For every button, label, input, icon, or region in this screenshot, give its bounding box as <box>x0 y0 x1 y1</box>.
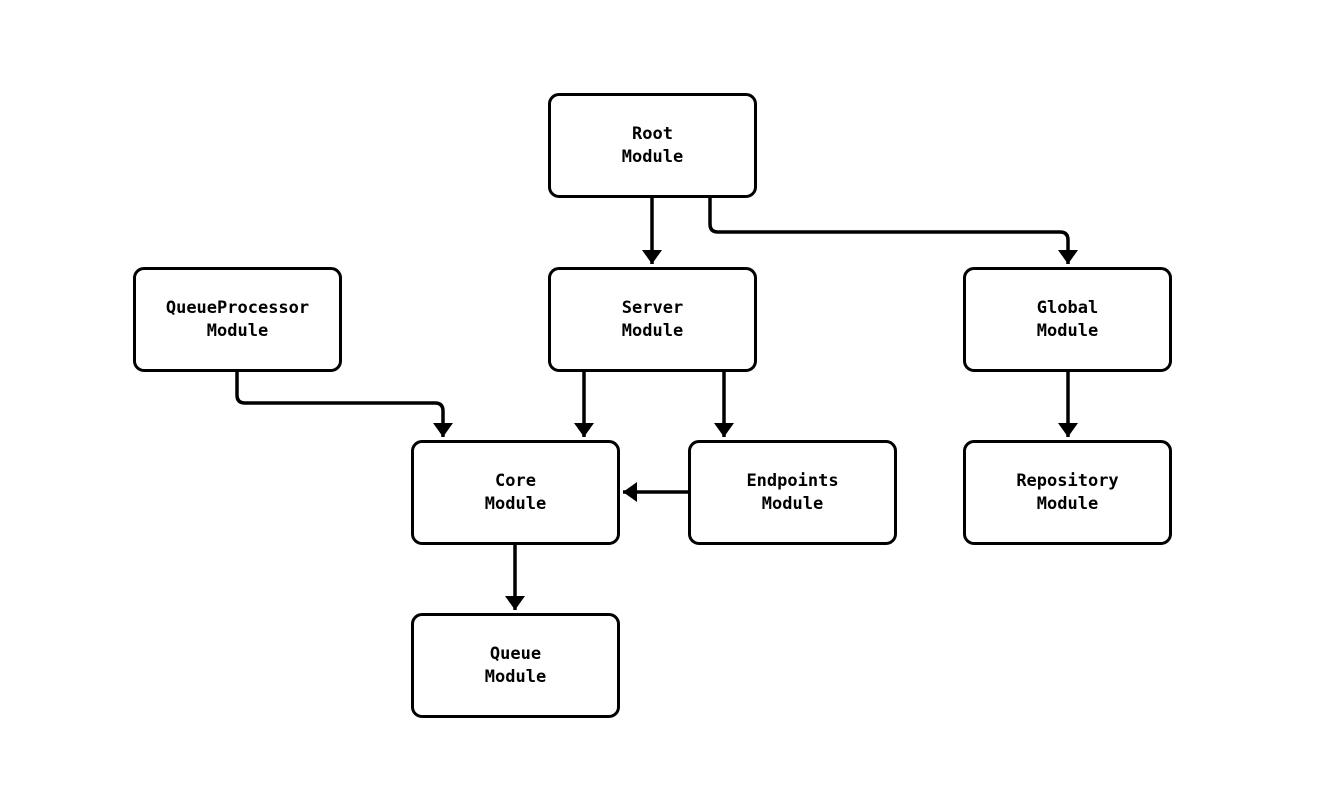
node-label-repository: Repository Module <box>1016 470 1119 514</box>
edge-root-to-global <box>708 198 1078 264</box>
edge-queueprocessor-to-core <box>235 372 453 437</box>
node-queue-module: Queue Module <box>411 613 620 718</box>
node-queueprocessor-module: QueueProcessor Module <box>133 267 342 372</box>
node-label-endpoints: Endpoints Module <box>746 470 839 514</box>
node-label-queueprocessor: QueueProcessor Module <box>165 297 310 341</box>
node-label-queue: Queue Module <box>484 643 547 687</box>
node-repository-module: Repository Module <box>963 440 1172 545</box>
node-root-module: Root Module <box>548 93 757 198</box>
node-label-global: Global Module <box>1036 297 1099 341</box>
node-server-module: Server Module <box>548 267 757 372</box>
node-global-module: Global Module <box>963 267 1172 372</box>
node-core-module: Core Module <box>411 440 620 545</box>
node-label-server: Server Module <box>621 297 684 341</box>
node-label-core: Core Module <box>484 470 547 514</box>
node-label-root: Root Module <box>621 123 684 167</box>
edges-group <box>235 198 1078 610</box>
node-endpoints-module: Endpoints Module <box>688 440 897 545</box>
